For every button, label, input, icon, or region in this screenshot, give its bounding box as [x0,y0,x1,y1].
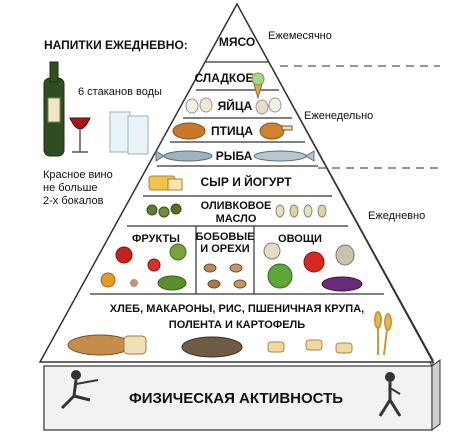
tier-oil-label-1: ОЛИВКОВОЕ [201,200,272,212]
tier-eggs-label: ЯЙЦА [218,98,253,113]
poultry-icon [172,122,293,140]
cheese-icon [148,175,183,191]
eggs-icon [185,97,282,115]
tier-sweets-label: СЛАДКОЕ [194,71,253,85]
drinks-daily-label: НАПИТКИ ЕЖЕДНЕВНО: [44,38,188,52]
bread-icon [67,334,243,358]
tier-dividers [90,61,384,295]
tier-fruits-label: ФРУКТЫ [132,233,180,245]
tier-legumes-label-1: БОБОВЫЕ [196,231,255,243]
water-glasses-icon [109,111,149,155]
nuts-icon [203,263,247,289]
frequency-monthly-label: Ежемесячно [268,30,332,42]
wine-label-line2: не больше [43,182,98,194]
left-athlete-icon [60,370,99,410]
tier-poultry-label: ПТИЦА [211,124,253,138]
tier-vegetables-label: ОВОЩИ [278,233,322,245]
wine-bottle-icon [43,61,65,157]
olives-icon [146,203,327,218]
wine-label: Красное вино не больше 2-х бокалов [43,169,123,208]
tier-cheese-label: СЫР И ЙОГУРТ [200,174,292,189]
tier-meat-label: МЯСО [219,35,255,49]
fish-icon [155,150,315,162]
tier-grains-label-1: ХЛЕБ, МАКАРОНЫ, РИС, ПШЕНИЧНАЯ КРУПА, [110,303,364,315]
ice-cream-icon [251,72,265,100]
wheat-icon [374,311,392,356]
tier-legumes-label-2: И ОРЕХИ [200,243,250,255]
wine-glass-icon [69,117,91,153]
activity-base-side [431,359,441,431]
tier-grains-label-2: ПОЛЕНТА И КАРТОФЕЛЬ [169,319,305,331]
wine-label-line3: 2-х бокалов [43,195,104,207]
frequency-daily-label: Ежедневно [368,210,426,222]
right-athlete-icon [378,372,402,417]
water-label: 6 стаканов воды [78,86,162,98]
activity-label: ФИЗИЧЕСКАЯ АКТИВНОСТЬ [129,390,343,407]
pyramid-outline [38,2,435,363]
tier-fish-label: РЫБА [216,149,253,163]
wine-label-line1: Красное вино [43,169,113,181]
tier-oil-label-2: МАСЛО [216,213,257,225]
frequency-weekly-label: Еженедельно [304,110,374,122]
vegetables-icon [263,242,363,292]
pasta-icon [267,339,353,354]
fruits-icon [100,243,187,291]
frequency-dash-lines [280,65,440,169]
